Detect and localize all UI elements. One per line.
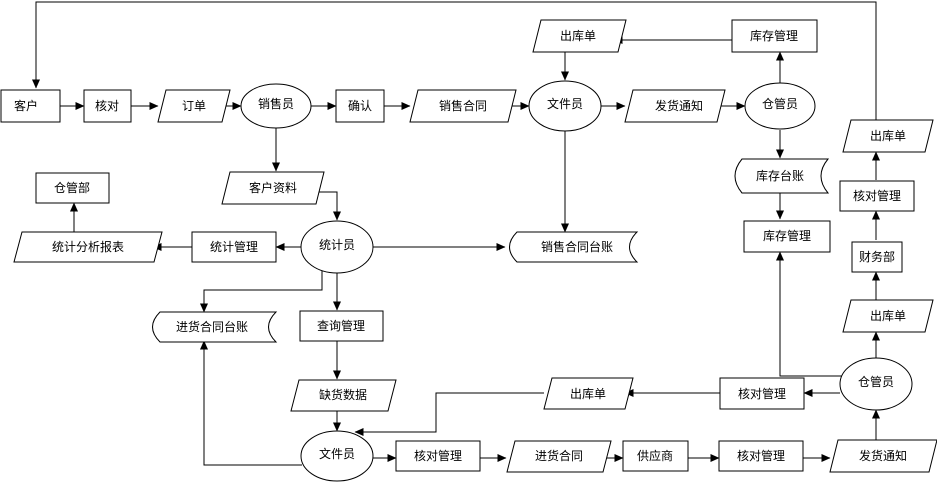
label-xiaoshou-hetong: 销售合同 (439, 98, 487, 113)
label-kehu-ziliao: 客户资料 (249, 180, 297, 195)
label-fahuo-tongzhi-bottom: 发货通知 (859, 448, 907, 463)
flow-arrows (32, 1, 880, 466)
node-tongji-baobiao (13, 231, 163, 263)
node-kehu-ziliao (221, 171, 325, 205)
label-dingdan: 订单 (182, 99, 206, 113)
node-xiaoshouyuan (240, 83, 312, 129)
node-cangguanyuan-bottom (839, 357, 913, 411)
node-gongyingshang (622, 440, 689, 472)
node-dingdan (157, 89, 231, 123)
label-kucun-guanli-mid: 库存管理 (763, 228, 811, 243)
node-tongjiyuan (300, 220, 374, 274)
node-chukudan-top (532, 19, 627, 53)
flow-shapes (0, 19, 937, 482)
node-fahuo-tongzhi-bottom (829, 439, 937, 473)
label-hedui-top: 核对 (95, 99, 119, 113)
label-chaxun-guanli: 查询管理 (317, 318, 365, 333)
label-kucun-guanli-top: 库存管理 (750, 28, 798, 43)
node-hedui-guanli-b2 (718, 440, 804, 472)
node-hedui-guanli-b1 (395, 440, 481, 472)
label-cangguanbu: 仓管部 (54, 180, 90, 195)
label-chukudan-bottom: 出库单 (570, 386, 606, 401)
node-wenjianyuan-top (528, 80, 602, 132)
label-hedui-guanli-b3: 核对管理 (738, 386, 786, 401)
label-chukudan-right-top: 出库单 (870, 128, 906, 143)
node-cangguanbu (35, 172, 110, 204)
arrow-chukudan-to-wenjianyuan (354, 392, 544, 436)
node-hedui-guanli-b3 (719, 377, 805, 410)
label-hedui-guanli-b1: 核对管理 (414, 448, 462, 463)
arrow-right-chukudan-to-kehu (32, 1, 877, 120)
node-hedui-guanli-right (839, 180, 915, 212)
node-chukudan-bottom (543, 377, 634, 410)
label-wenjianyuan-top: 文件员 (547, 96, 583, 111)
label-caiwubu: 财务部 (859, 249, 895, 264)
label-kucun-taizhang: 库存台账 (756, 168, 804, 183)
node-xiaoshou-hetong (409, 89, 517, 123)
label-xiaoshouyuan: 销售员 (258, 96, 294, 111)
node-chukudan-right-mid (842, 299, 934, 333)
node-quehuo-shuju (290, 379, 397, 412)
node-xiaoshou-hetong-taizhang (509, 231, 639, 263)
label-tongjiyuan: 统计员 (319, 238, 355, 252)
node-kehu (0, 89, 61, 123)
label-kehu: 客户 (14, 98, 38, 113)
label-wenjianyuan-bottom: 文件员 (319, 446, 355, 461)
node-chukudan-right-top (842, 119, 934, 153)
label-chukudan-top: 出库单 (560, 28, 596, 43)
node-caiwubu (851, 241, 903, 273)
label-queren: 确认 (348, 99, 372, 113)
arrow-wenjianyuan-to-jinhuotaizhang (200, 340, 302, 466)
label-hedui-guanli-b2: 核对管理 (737, 448, 785, 463)
label-cangguanyuan-bottom: 仓管员 (858, 374, 894, 389)
node-kucun-guanli-mid (743, 220, 831, 253)
node-wenjianyuan-bottom (300, 430, 374, 482)
label-jinhuo-hetong-taizhang: 进货合同台账 (176, 319, 248, 334)
node-jinhuo-hetong (506, 440, 612, 473)
arrow-tongjiyuan-to-jinhuotaizhang (200, 270, 323, 313)
node-tongji-guanli (191, 231, 277, 263)
label-fahuo-tongzhi-top: 发货通知 (655, 98, 703, 113)
node-kucun-guanli-top (731, 19, 818, 53)
node-kucun-taizhang (734, 158, 830, 194)
arrow-kehuziliao-to-tongjiyuan (316, 191, 341, 221)
node-chaxun-guanli (299, 310, 384, 342)
label-hedui-guanli-right: 核对管理 (853, 188, 901, 203)
node-queren (335, 89, 385, 123)
label-tongji-guanli: 统计管理 (210, 239, 258, 254)
label-xiaoshou-hetong-taizhang: 销售合同台账 (541, 239, 613, 254)
label-chukudan-right-mid: 出库单 (870, 308, 906, 323)
node-jinhuo-hetong-taizhang (152, 311, 278, 343)
label-gongyingshang: 供应商 (637, 448, 673, 463)
label-jinhuo-hetong: 进货合同 (535, 448, 583, 463)
flow-labels: 客户 核对 订单 销售员 确认 销售合同 文件员 出库单 库存管理 发货通知 仓… (14, 28, 907, 463)
node-cangguanyuan-top (744, 82, 816, 130)
label-quehuo-shuju: 缺货数据 (319, 387, 367, 402)
label-tongji-baobiao: 统计分析报表 (52, 239, 124, 254)
node-fahuo-tongzhi-top (624, 89, 726, 123)
node-hedui-top (83, 89, 132, 123)
arrow-cangguanyuan-to-kucunguanli-mid (776, 251, 843, 377)
label-cangguanyuan-top: 仓管员 (762, 96, 798, 111)
